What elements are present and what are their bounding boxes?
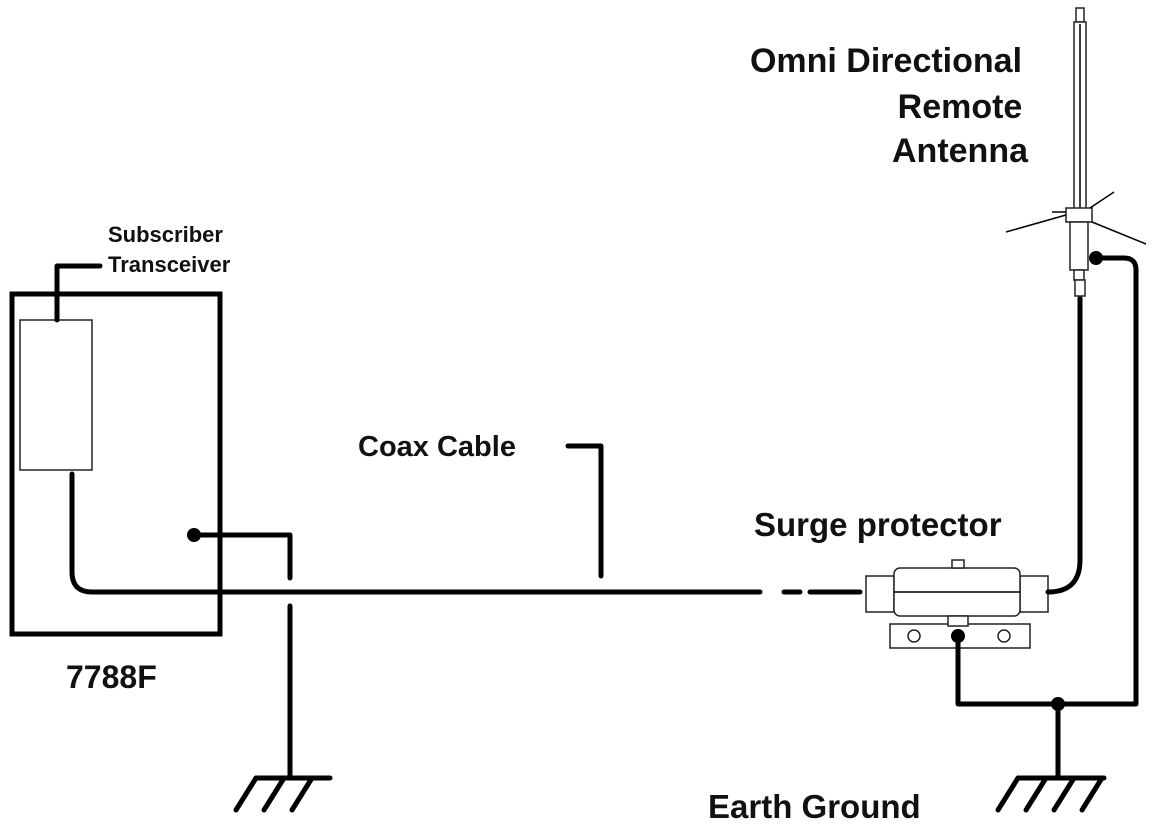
antenna-label-line2: Remote (898, 88, 1023, 126)
unit-ground-wire-upper (191, 532, 293, 581)
surge-protector (865, 559, 1049, 649)
coax-leader-line (565, 443, 604, 579)
transceiver-label-line1: Subscriber (108, 222, 223, 247)
antenna-label-line1: Omni Directional (750, 42, 1022, 80)
left-ground-symbol (233, 775, 333, 813)
coax-cable-label: Coax Cable (358, 431, 516, 463)
transceiver-leader-line (54, 263, 103, 323)
antenna-label-line3: Antenna (892, 132, 1029, 170)
transceiver-module (19, 319, 93, 471)
coax-cable-left (69, 471, 763, 595)
earth-ground-label: Earth Ground (708, 788, 921, 825)
transceiver-label-line2: Transceiver (108, 252, 231, 277)
coax-to-antenna (1045, 295, 1083, 595)
unit-label: 7788F (66, 659, 157, 695)
right-ground-symbol (995, 775, 1107, 813)
antenna-ground-terminal (1089, 251, 1103, 265)
surge-protector-label: Surge protector (754, 506, 1002, 543)
ground-bus-wire (955, 255, 1139, 707)
omni-antenna-icon (1005, 7, 1147, 297)
